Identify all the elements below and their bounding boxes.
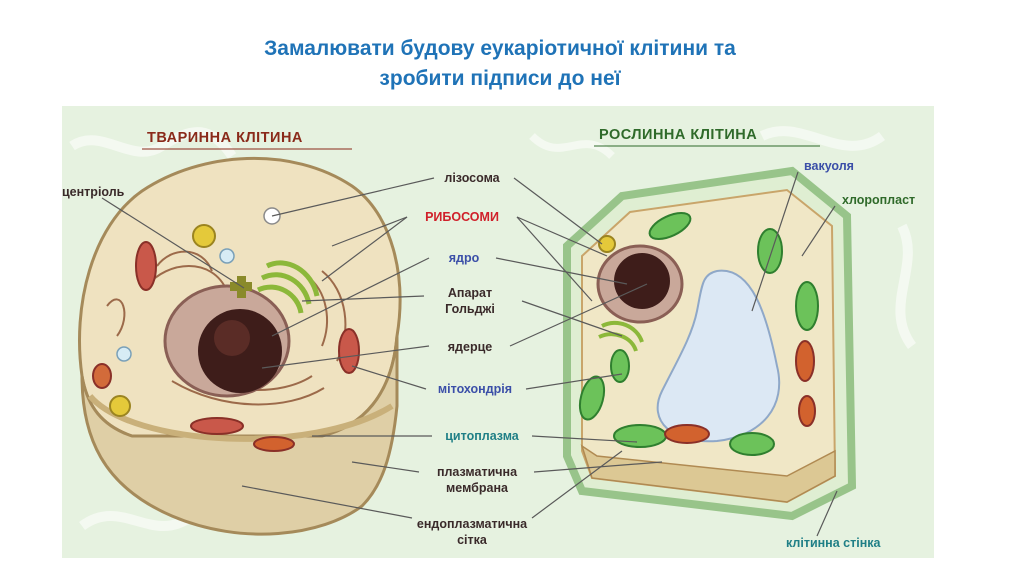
label-nucleus: ядро xyxy=(449,251,480,265)
label-membrane-line-1: плазматична xyxy=(437,465,518,479)
label-membrane-line-2: мембрана xyxy=(446,481,509,495)
background-pattern xyxy=(69,126,917,531)
slide-title-line-2: зробити підписи до неї xyxy=(379,67,621,90)
label-er-line-2: сітка xyxy=(457,533,488,547)
label-chloroplast: хлоропласт xyxy=(842,193,915,207)
label-ribosomes: РИБОСОМИ xyxy=(425,210,499,224)
label-er-line-1: ендоплазматична xyxy=(417,517,528,531)
label-golgi-line-2: Гольджі xyxy=(445,302,495,316)
plant-cell xyxy=(563,166,857,521)
label-mitochondria: мітохондрія xyxy=(438,382,512,396)
leader-lines xyxy=(101,171,838,537)
label-golgi-line-1: Апарат xyxy=(448,286,492,300)
label-centriole: центріоль xyxy=(62,185,125,199)
label-lysosome: лізосома xyxy=(444,171,500,185)
plant-cell-header: РОСЛИННА КЛІТИНА xyxy=(599,127,757,143)
cell-diagram: ТВАРИННА КЛІТИНА РОСЛИННА КЛІТИНА центрі… xyxy=(62,106,934,558)
slide-title: Замалювати будову еукаріотичної клітини … xyxy=(140,34,860,94)
label-cytoplasm: цитоплазма xyxy=(445,429,520,443)
animal-cell-header: ТВАРИННА КЛІТИНА xyxy=(147,130,303,146)
label-cell-wall: клітинна стінка xyxy=(786,536,882,550)
slide-title-line-1: Замалювати будову еукаріотичної клітини … xyxy=(264,37,736,60)
animal-cell xyxy=(78,157,402,536)
label-vacuole: вакуоля xyxy=(804,159,854,173)
label-nucleolus: ядерце xyxy=(448,340,493,354)
